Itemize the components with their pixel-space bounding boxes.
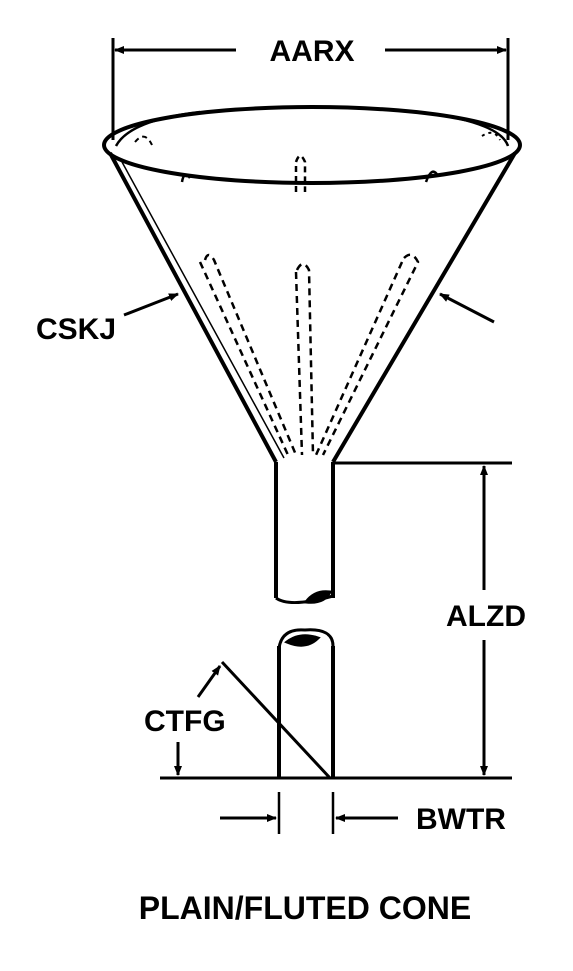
- stem-end-label: CTFG: [144, 705, 226, 738]
- diagram-caption: PLAIN/FLUTED CONE: [139, 890, 471, 926]
- top-width-dimension: AARX: [111, 35, 510, 140]
- rim-outer: [102, 105, 522, 185]
- stem-break-lower: [277, 628, 335, 649]
- top-width-label: AARX: [269, 35, 354, 68]
- flute-inner-2: [198, 261, 290, 456]
- flute-rim-5: [481, 131, 501, 141]
- funnel-stem-upper: [274, 462, 335, 604]
- flute-rim-2: [294, 154, 307, 192]
- stem-end-callout: CTFG: [144, 665, 226, 776]
- flute-inner-3: [295, 262, 315, 456]
- rim-inner-right: [419, 110, 510, 147]
- flute-rim-3: [424, 170, 440, 183]
- wall-arrow-left: [123, 292, 179, 317]
- flute-rim-4: [134, 135, 153, 146]
- flute-inner-6: [314, 261, 404, 456]
- rim-inner-left: [114, 110, 201, 147]
- flute-inner-4: [294, 271, 304, 456]
- wall-callout: CSKJ: [36, 292, 495, 346]
- funnel-stem-lower: [220, 628, 335, 780]
- wall-label: CSKJ: [36, 313, 116, 346]
- flute-inner-1: [203, 253, 298, 456]
- funnel-cone: [102, 105, 522, 464]
- stem-length-label: ALZD: [446, 600, 526, 633]
- wall-arrow-right: [439, 292, 495, 324]
- stem-break-upper-shade: [303, 590, 333, 604]
- stem-end-arrow-top: [196, 665, 222, 698]
- cone-wall-inner-left: [121, 161, 285, 459]
- cone-side-right: [331, 151, 517, 464]
- stem-cut-line: [220, 660, 332, 780]
- stem-diameter-label: BWTR: [416, 803, 506, 836]
- flute-inner-5: [321, 253, 420, 456]
- cone-side-left: [108, 152, 278, 463]
- stem-break-lower-shade: [284, 634, 321, 647]
- stem-diameter-dimension: BWTR: [220, 792, 506, 836]
- flute-rim-1: [180, 173, 191, 183]
- stem-length-dimension: ALZD: [160, 461, 526, 780]
